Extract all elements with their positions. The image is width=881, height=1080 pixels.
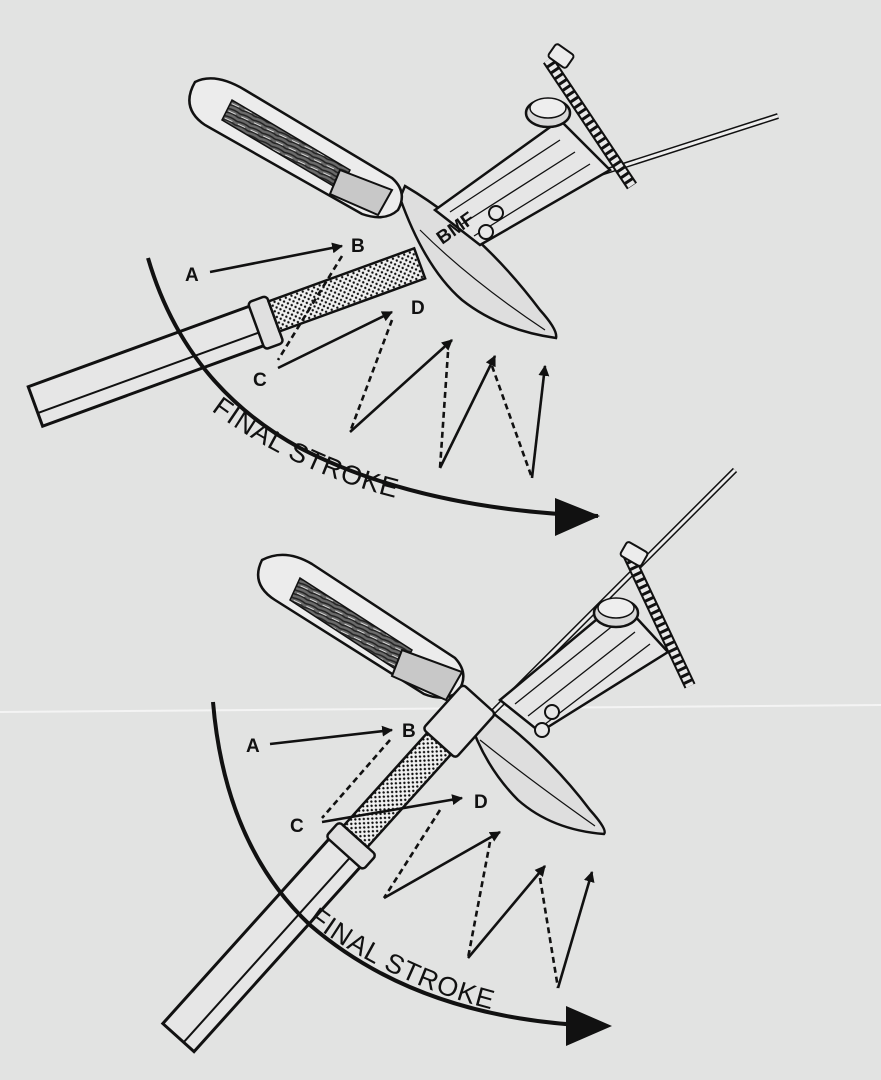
panel-1-stroke-arrows <box>209 242 550 479</box>
panel-2-clamp <box>467 467 738 738</box>
panel-2-knife <box>256 553 606 836</box>
panel-2-bolster <box>390 648 464 702</box>
panel-1-label-c: C <box>253 370 267 391</box>
panel-1-label-a: A <box>185 265 199 286</box>
panel-2-hone <box>160 684 496 1054</box>
panel-1-final-stroke-arc <box>146 257 599 518</box>
panel-1-final-stroke-arrowhead <box>555 498 600 536</box>
panel-1-label-b: B <box>351 236 365 257</box>
panel-1-bolster <box>328 168 394 217</box>
panel-2-label-a: A <box>246 736 260 757</box>
panel-2-final-stroke-arrowhead <box>566 1006 612 1046</box>
panel-2-label-c: C <box>290 816 304 837</box>
panel-2-stroke-arrows <box>269 725 595 989</box>
panel-1-clamp: BMF <box>432 43 779 249</box>
panel-2-blade <box>466 700 606 836</box>
panel-2-label-d: D <box>474 792 488 813</box>
panel-1-knife <box>188 77 558 340</box>
panel-2-final-stroke-arc <box>211 701 601 1028</box>
panel-2-label-b: B <box>402 721 416 742</box>
panel-1-label-d: D <box>411 298 425 319</box>
